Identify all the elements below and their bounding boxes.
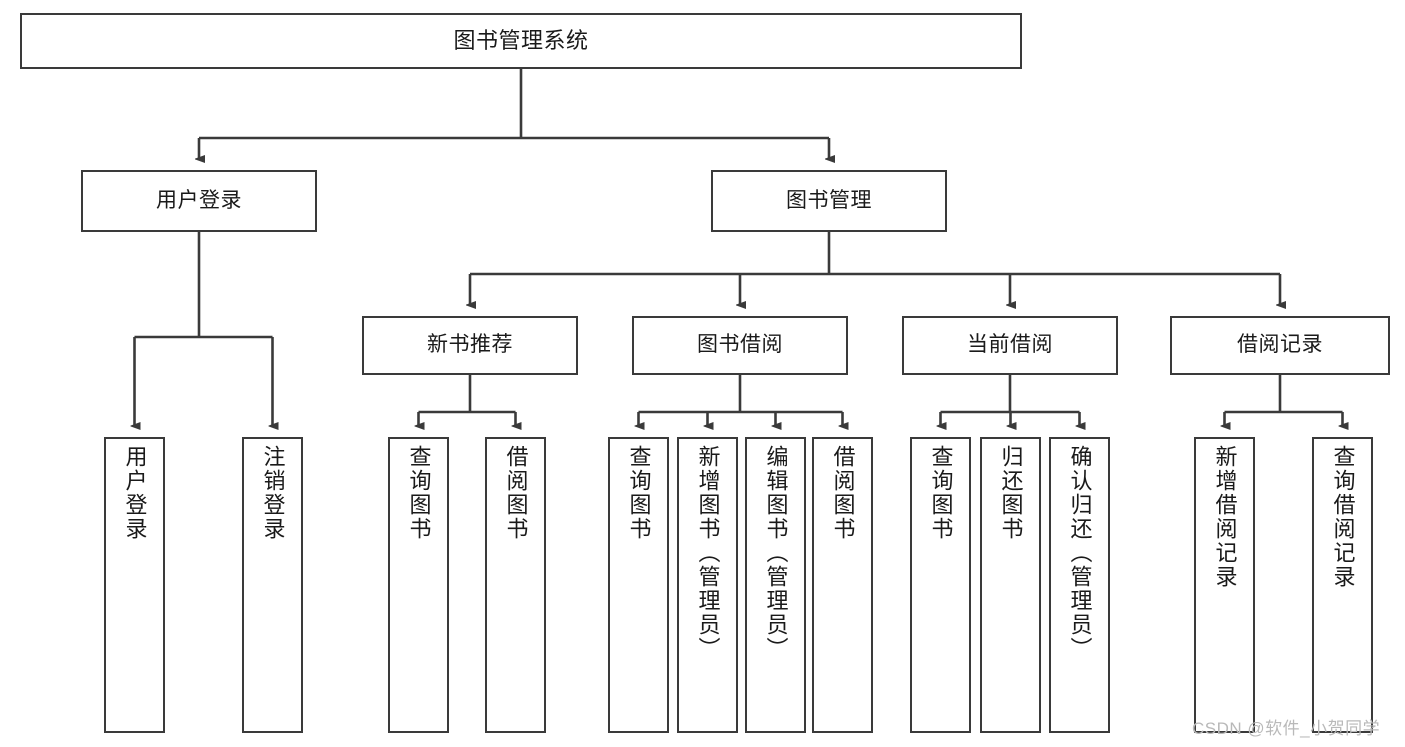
node-book-manage[interactable]: 图书管理 [711, 170, 947, 232]
node-leaf-query-book-3[interactable]: 查询图书 [910, 437, 971, 733]
node-book-borrow[interactable]: 图书借阅 [632, 316, 848, 375]
node-leaf-query-book-1-label: 查询图书 [406, 445, 432, 541]
node-root-label: 图书管理系统 [453, 28, 589, 54]
node-new-book-rec[interactable]: 新书推荐 [362, 316, 578, 375]
node-leaf-add-record[interactable]: 新增借阅记录 [1194, 437, 1255, 733]
node-leaf-query-book-1[interactable]: 查询图书 [388, 437, 449, 733]
node-leaf-return-book[interactable]: 归还图书 [980, 437, 1041, 733]
node-leaf-edit-book[interactable]: 编辑图书（管理员） [745, 437, 806, 733]
node-user-login[interactable]: 用户登录 [81, 170, 317, 232]
node-leaf-borrow-book-2[interactable]: 借阅图书 [812, 437, 873, 733]
node-user-login-label: 用户登录 [156, 188, 242, 212]
node-leaf-query-record[interactable]: 查询借阅记录 [1312, 437, 1373, 733]
node-leaf-user-login-label: 用户登录 [122, 445, 148, 541]
node-current-borrow[interactable]: 当前借阅 [902, 316, 1118, 375]
node-leaf-add-book-label: 新增图书（管理员） [695, 445, 721, 661]
node-current-borrow-label: 当前借阅 [967, 333, 1053, 357]
node-book-borrow-label: 图书借阅 [697, 333, 783, 357]
node-new-book-rec-label: 新书推荐 [427, 333, 513, 357]
node-leaf-user-login[interactable]: 用户登录 [104, 437, 165, 733]
node-leaf-borrow-book-1-label: 借阅图书 [503, 445, 529, 541]
node-leaf-add-book[interactable]: 新增图书（管理员） [677, 437, 738, 733]
node-leaf-query-book-3-label: 查询图书 [928, 445, 954, 541]
node-leaf-confirm-return[interactable]: 确认归还（管理员） [1049, 437, 1110, 733]
node-leaf-query-book-2[interactable]: 查询图书 [608, 437, 669, 733]
node-leaf-edit-book-label: 编辑图书（管理员） [763, 445, 789, 661]
node-leaf-query-record-label: 查询借阅记录 [1330, 445, 1356, 589]
node-book-manage-label: 图书管理 [786, 188, 872, 212]
node-borrow-record-label: 借阅记录 [1237, 333, 1323, 357]
node-borrow-record[interactable]: 借阅记录 [1170, 316, 1390, 375]
node-leaf-borrow-book-2-label: 借阅图书 [830, 445, 856, 541]
node-leaf-query-book-2-label: 查询图书 [626, 445, 652, 541]
node-leaf-confirm-return-label: 确认归还（管理员） [1067, 445, 1093, 661]
node-leaf-user-logout[interactable]: 注销登录 [242, 437, 303, 733]
node-leaf-return-book-label: 归还图书 [998, 445, 1024, 541]
node-root[interactable]: 图书管理系统 [20, 13, 1022, 69]
node-leaf-user-logout-label: 注销登录 [260, 445, 286, 541]
node-leaf-borrow-book-1[interactable]: 借阅图书 [485, 437, 546, 733]
node-leaf-add-record-label: 新增借阅记录 [1212, 445, 1238, 589]
